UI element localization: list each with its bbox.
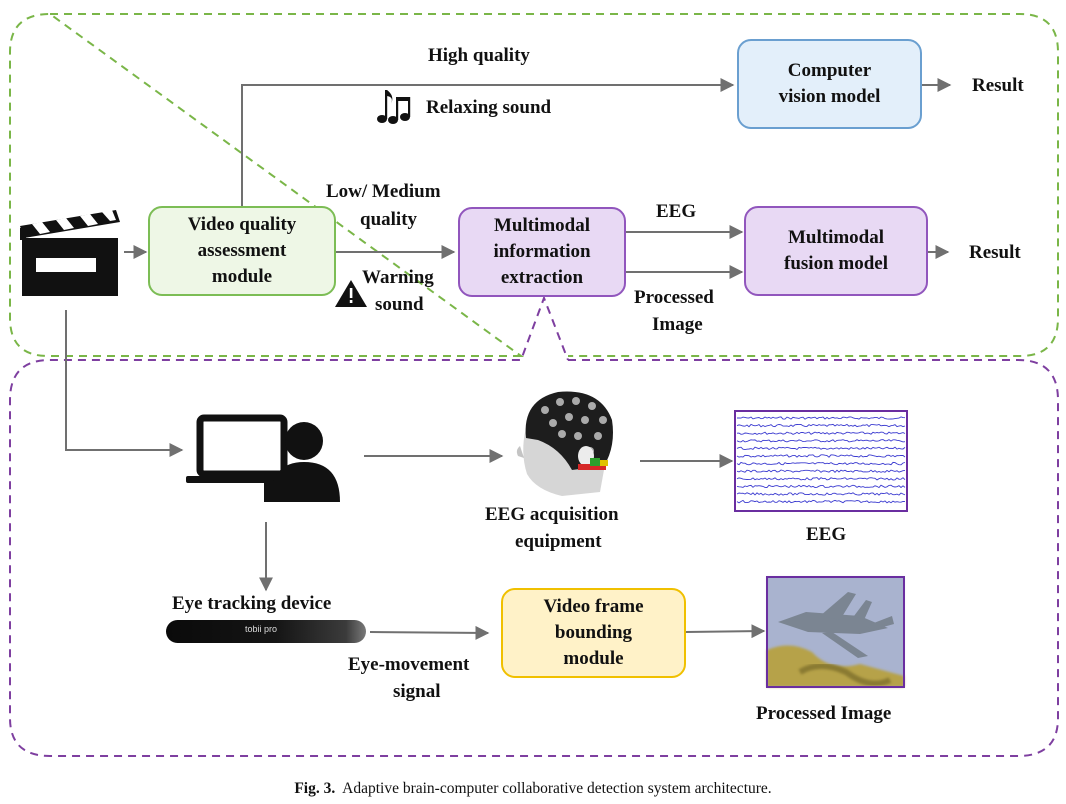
processed-image-top-line1: Processed	[634, 287, 714, 308]
relaxing-sound-label: Relaxing sound	[426, 97, 552, 118]
processed-image-top-line2: Image	[652, 314, 703, 335]
eeg-trace	[736, 454, 906, 458]
result-top-label: Result	[972, 75, 1024, 96]
eeg-signal-image	[734, 410, 908, 512]
arrow-eyetracker-to-vfb	[369, 625, 490, 640]
eye-tracking-device-label: Eye tracking device	[172, 593, 332, 614]
eeg-acquisition-label-line2: equipment	[515, 531, 602, 552]
eeg-trace	[736, 423, 906, 428]
eeg-trace	[736, 446, 906, 451]
multimodal-extraction-box: Multimodal information extraction	[458, 207, 626, 297]
video-frame-bounding-box: Video frame bounding module	[501, 588, 686, 678]
computer-vision-label: Computer vision model	[778, 59, 881, 107]
clapperboard-icon	[20, 210, 120, 296]
eeg-trace	[736, 439, 906, 443]
eeg-trace	[736, 461, 906, 466]
eeg-trace	[737, 416, 906, 420]
music-note-icon	[377, 90, 411, 124]
computer-vision-box: Computer vision model	[737, 39, 922, 129]
eeg-acquisition-label-line1: EEG acquisition	[485, 504, 619, 525]
eye-movement-signal-line2: signal	[393, 681, 441, 702]
figure-caption: Fig. 3. Adaptive brain-computer collabor…	[0, 780, 1066, 798]
eeg-trace	[736, 431, 906, 435]
eeg-top-label: EEG	[656, 201, 697, 222]
eeg-bottom-label: EEG	[806, 524, 847, 545]
warning-sound-label-line2: sound	[375, 294, 424, 315]
eeg-trace	[736, 499, 906, 504]
low-medium-label-line1: Low/ Medium	[326, 181, 441, 202]
warning-triangle-icon	[335, 280, 367, 307]
video-quality-assessment-label: Video quality assessment module	[187, 213, 297, 288]
eeg-trace	[736, 484, 906, 489]
eye-movement-signal-line1: Eye-movement	[348, 654, 470, 675]
multimodal-extraction-label: Multimodal information extraction	[493, 214, 591, 289]
eeg-cap-head-image	[516, 391, 613, 496]
warning-sound-label-line1: Warning	[362, 267, 434, 288]
result-mid-label: Result	[969, 242, 1021, 263]
arrow-high-quality	[241, 78, 735, 206]
figure-caption-text: Adaptive brain-computer collaborative de…	[342, 780, 772, 797]
figure-number: Fig. 3.	[294, 780, 336, 797]
tobii-brand-label: tobii pro	[244, 624, 278, 634]
purple-dashed-region	[9, 295, 1059, 757]
green-dashed-region	[9, 12, 1059, 357]
high-quality-label: High quality	[428, 45, 530, 66]
eeg-trace	[736, 469, 906, 473]
multimodal-fusion-label: Multimodal fusion model	[784, 226, 888, 274]
processed-image-label: Processed Image	[756, 703, 892, 724]
arrow-clapper-to-person	[65, 310, 184, 457]
person-at-computer-icon	[186, 414, 340, 502]
video-quality-assessment-box: Video quality assessment module	[148, 206, 336, 296]
low-medium-label-line2: quality	[360, 209, 418, 230]
eye-tracker-device: tobii pro	[166, 620, 366, 643]
eeg-trace	[736, 477, 906, 481]
video-frame-bounding-label: Video frame bounding module	[543, 595, 644, 670]
eeg-trace	[736, 492, 906, 496]
fighter-jet-image	[766, 576, 905, 688]
multimodal-fusion-box: Multimodal fusion model	[744, 206, 928, 296]
arrow-vfb-to-image	[685, 624, 766, 639]
